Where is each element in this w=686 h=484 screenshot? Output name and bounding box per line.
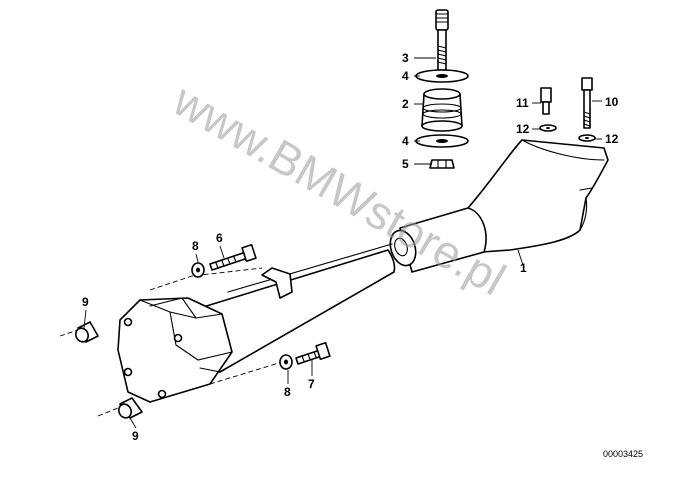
- diagram-reference-number: 00003425: [603, 449, 643, 459]
- housing-assembly: [59, 139, 609, 417]
- label-part-6: 6: [216, 231, 223, 245]
- part-labels: 1 2 3 4 4 5 6 7 8 8 9 9 10 11 12 12: [82, 51, 619, 443]
- label-part-9-lower: 9: [132, 429, 139, 443]
- label-part-12-right: 12: [605, 132, 619, 146]
- label-part-4-upper: 4: [402, 69, 409, 83]
- label-part-9-upper: 9: [82, 295, 89, 309]
- bolt-set-left: [191, 243, 331, 370]
- label-part-10: 10: [605, 95, 619, 109]
- label-part-11: 11: [516, 96, 529, 110]
- mount-stack: [415, 9, 469, 169]
- label-part-1: 1: [520, 261, 527, 275]
- dowel-pins: [75, 321, 143, 419]
- label-part-5: 5: [402, 157, 409, 171]
- label-part-4-lower: 4: [402, 134, 409, 148]
- bolt-set-right: [539, 77, 596, 142]
- label-part-7: 7: [308, 377, 315, 391]
- label-part-3: 3: [402, 51, 409, 65]
- label-part-2: 2: [402, 97, 409, 111]
- leader-lines: [83, 57, 602, 429]
- label-part-8-upper: 8: [192, 239, 199, 253]
- label-part-12-left: 12: [516, 122, 530, 136]
- label-part-8-lower: 8: [284, 385, 291, 399]
